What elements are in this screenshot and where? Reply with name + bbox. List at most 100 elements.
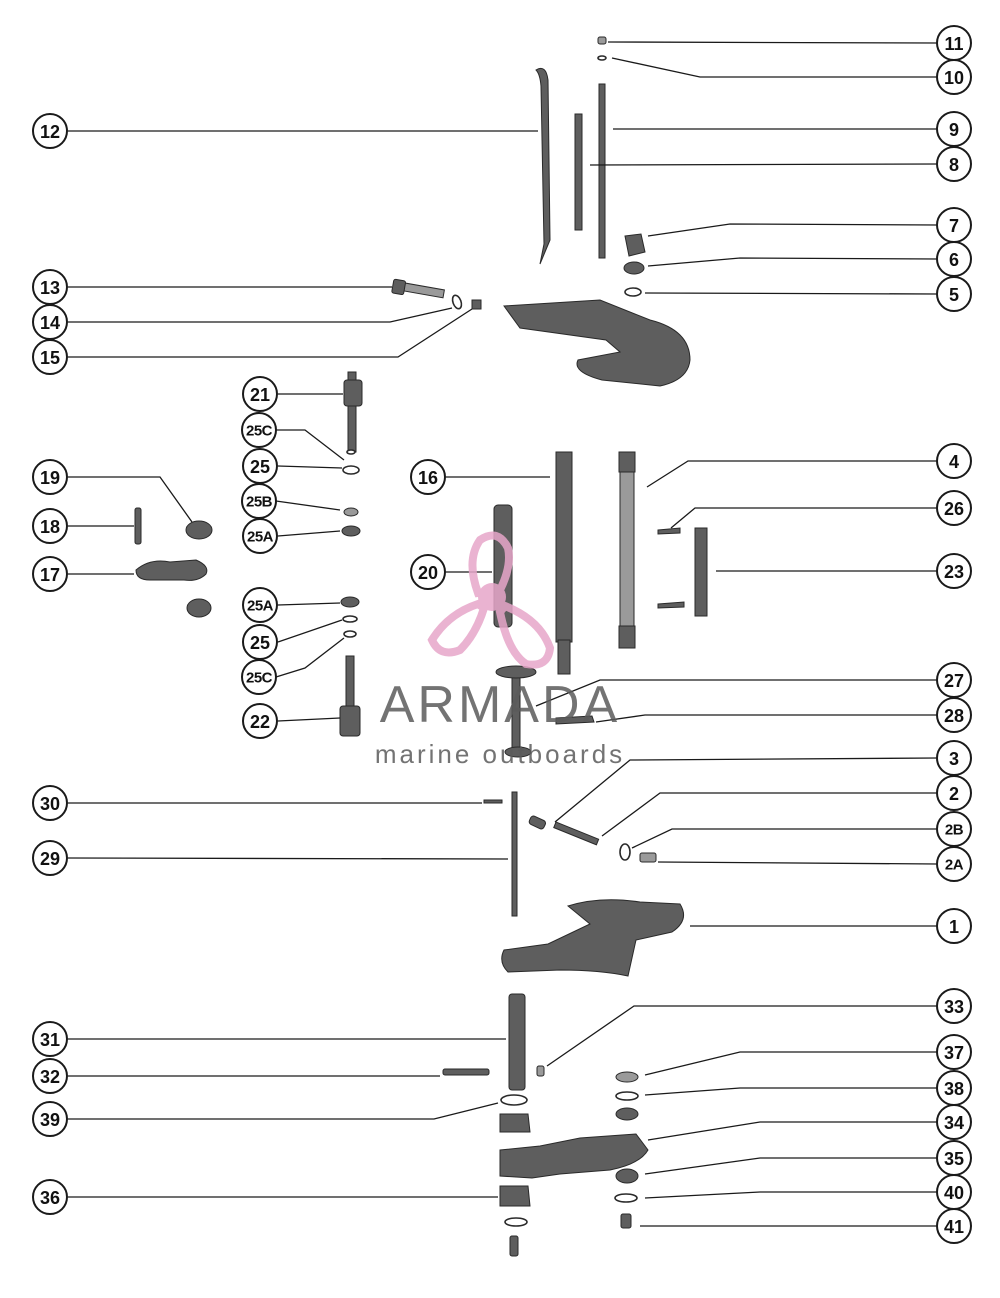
watermark: ARMADA marine outboards: [375, 531, 625, 769]
part-19-bushing-lower: [186, 598, 212, 618]
part-36-bushing: [499, 1185, 531, 1207]
svg-text:37: 37: [944, 1043, 964, 1063]
svg-text:9: 9: [949, 120, 959, 140]
part-1-bracket: [501, 899, 685, 977]
callout-2A: 2A: [936, 846, 972, 882]
callout-25B: 25B: [241, 483, 277, 519]
svg-text:8: 8: [949, 155, 959, 175]
part-32-screw: [442, 1068, 490, 1076]
callout-16: 16: [410, 459, 446, 495]
part-30-clip: [483, 799, 503, 804]
svg-text:5: 5: [949, 285, 959, 305]
svg-text:16: 16: [418, 468, 438, 488]
callout-11: 11: [936, 25, 972, 61]
callout-18: 18: [32, 508, 68, 544]
svg-text:41: 41: [944, 1217, 964, 1237]
svg-text:20: 20: [418, 563, 438, 583]
callout-32: 32: [32, 1058, 68, 1094]
part-34-arm: [499, 1133, 649, 1179]
part-13-bolt-shank: [403, 282, 445, 299]
part-35-nut: [615, 1168, 639, 1184]
svg-text:30: 30: [40, 794, 60, 814]
svg-text:38: 38: [944, 1079, 964, 1099]
part-5-washer: [624, 287, 642, 297]
callout-9: 9: [936, 111, 972, 147]
svg-text:21: 21: [250, 385, 270, 405]
callout-5: 5: [936, 276, 972, 312]
part-34-nut: [615, 1107, 639, 1121]
part-11-nut: [597, 36, 607, 45]
callout-3: 3: [936, 740, 972, 776]
callout-41: 41: [936, 1208, 972, 1244]
callout-39: 39: [32, 1101, 68, 1137]
callout-14: 14: [32, 304, 68, 340]
part-10-washer: [597, 55, 607, 61]
part-6-nut: [623, 261, 645, 275]
callout-2: 2: [936, 775, 972, 811]
part-4-end-top: [618, 451, 636, 473]
part-25-bottom: [342, 615, 358, 623]
svg-text:36: 36: [40, 1188, 60, 1208]
part-25A-top: [341, 525, 361, 537]
part-2-pin: [553, 821, 600, 846]
callout-26: 26: [936, 490, 972, 526]
part-22-head: [339, 705, 361, 737]
callout-29: 29: [32, 840, 68, 876]
svg-text:25A: 25A: [247, 529, 274, 546]
part-18-shim: [134, 507, 142, 545]
part-15-nut: [471, 299, 482, 310]
part-19-bushing: [185, 520, 213, 540]
svg-text:1: 1: [949, 917, 959, 937]
part-8-strip: [574, 113, 583, 231]
part-25-top: [342, 465, 360, 475]
callout-2B: 2B: [936, 811, 972, 847]
callout-36: 36: [32, 1179, 68, 1215]
svg-text:25B: 25B: [246, 494, 273, 511]
callout-40: 40: [936, 1174, 972, 1210]
part-23-bar: [694, 527, 708, 617]
svg-text:25C: 25C: [246, 670, 273, 687]
callout-25A-bottom: 25A: [242, 587, 278, 623]
svg-text:39: 39: [40, 1110, 60, 1130]
part-21-head: [343, 379, 363, 407]
callout-25-bottom: 25: [242, 624, 278, 660]
callout-37: 37: [936, 1034, 972, 1070]
callout-21: 21: [242, 376, 278, 412]
part-36-washer: [504, 1217, 528, 1227]
part-40-washer: [614, 1193, 638, 1203]
callout-25C-top: 25C: [241, 412, 277, 448]
callout-10: 10: [936, 59, 972, 95]
part-9-rod: [598, 83, 606, 259]
svg-text:12: 12: [40, 122, 60, 142]
part-4-tube: [619, 451, 635, 649]
parts-illustration: [134, 36, 708, 1257]
callout-6: 6: [936, 241, 972, 277]
part-26-pin-top: [657, 527, 681, 535]
part-4-end-bottom: [618, 625, 636, 649]
part-27-bottom-disc: [504, 746, 532, 758]
watermark-tagline: marine outboards: [375, 739, 625, 769]
part-14-washer: [451, 294, 463, 310]
svg-text:17: 17: [40, 565, 60, 585]
callouts: 11 10 9 8 7 6 5 4 26 23 27 28 3 2 2B 2A …: [32, 25, 972, 1244]
svg-text:15: 15: [40, 348, 60, 368]
callout-23: 23: [936, 553, 972, 589]
svg-text:3: 3: [949, 749, 959, 769]
part-26-pin-bottom: [657, 601, 685, 609]
callout-13: 13: [32, 269, 68, 305]
propeller-logo: [427, 531, 555, 669]
callout-8: 8: [936, 146, 972, 182]
part-25C-top: [346, 449, 356, 455]
svg-text:10: 10: [944, 68, 964, 88]
callout-17: 17: [32, 556, 68, 592]
part-7-nut: [624, 233, 646, 257]
callout-25-top: 25: [242, 448, 278, 484]
svg-text:14: 14: [40, 313, 60, 333]
part-16-tip: [557, 639, 571, 675]
part-17-spring: [135, 559, 208, 581]
callout-30: 30: [32, 785, 68, 821]
svg-text:27: 27: [944, 671, 964, 691]
watermark-brand: ARMADA: [380, 676, 620, 734]
callout-12: 12: [32, 113, 68, 149]
